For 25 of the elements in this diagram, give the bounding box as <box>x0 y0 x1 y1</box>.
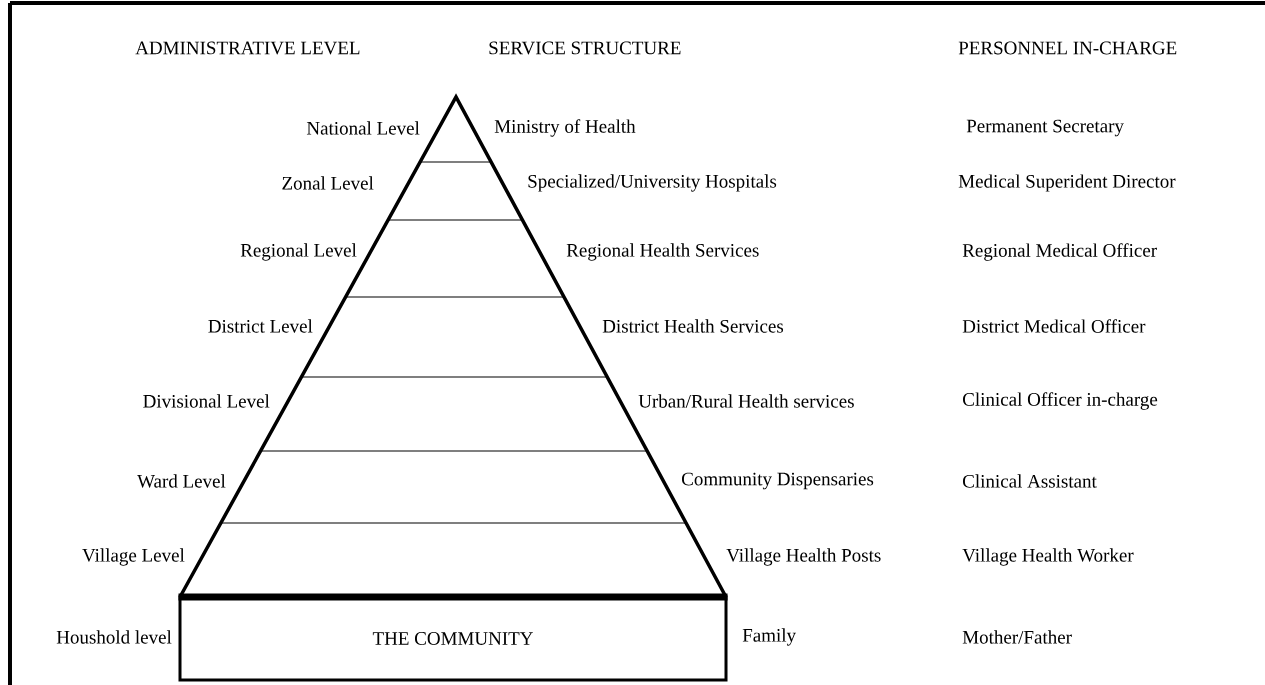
level-label: Ministry of Health <box>494 119 636 137</box>
level-label: Ward Level <box>137 474 226 488</box>
level-label: Mother/Father <box>962 630 1072 644</box>
level-label: Village Health Posts <box>726 548 881 566</box>
column-heading: PERSONNEL IN-CHARGE <box>958 41 1177 55</box>
level-label: Community Dispensaries <box>682 472 874 490</box>
level-label: District Health Services <box>602 319 784 333</box>
level-label: Zonal Level <box>282 176 374 190</box>
level-label: Clinical Assistant <box>963 474 1097 488</box>
level-label: District Level <box>208 319 313 333</box>
level-label: Clinical Officer in-charge <box>963 392 1158 410</box>
level-label: Divisional Level <box>143 394 270 408</box>
level-label: National Level <box>306 121 420 135</box>
level-label: Urban/Rural Health services <box>638 394 854 408</box>
level-label: Village Level <box>82 548 185 566</box>
level-label: District Medical Officer <box>962 319 1146 333</box>
level-label: Specialized/University Hospitals <box>528 174 777 192</box>
level-label: Village Health Worker <box>962 548 1134 566</box>
level-label: Regional Level <box>240 243 357 261</box>
level-label: Regional Medical Officer <box>962 243 1157 261</box>
level-label: Medical Superident Director <box>958 174 1176 192</box>
level-label: Regional Health Services <box>566 243 759 261</box>
level-label: Permanent Secretary <box>966 119 1124 137</box>
column-heading: ADMINISTRATIVE LEVEL <box>135 41 360 55</box>
column-heading: SERVICE STRUCTURE <box>489 41 681 55</box>
